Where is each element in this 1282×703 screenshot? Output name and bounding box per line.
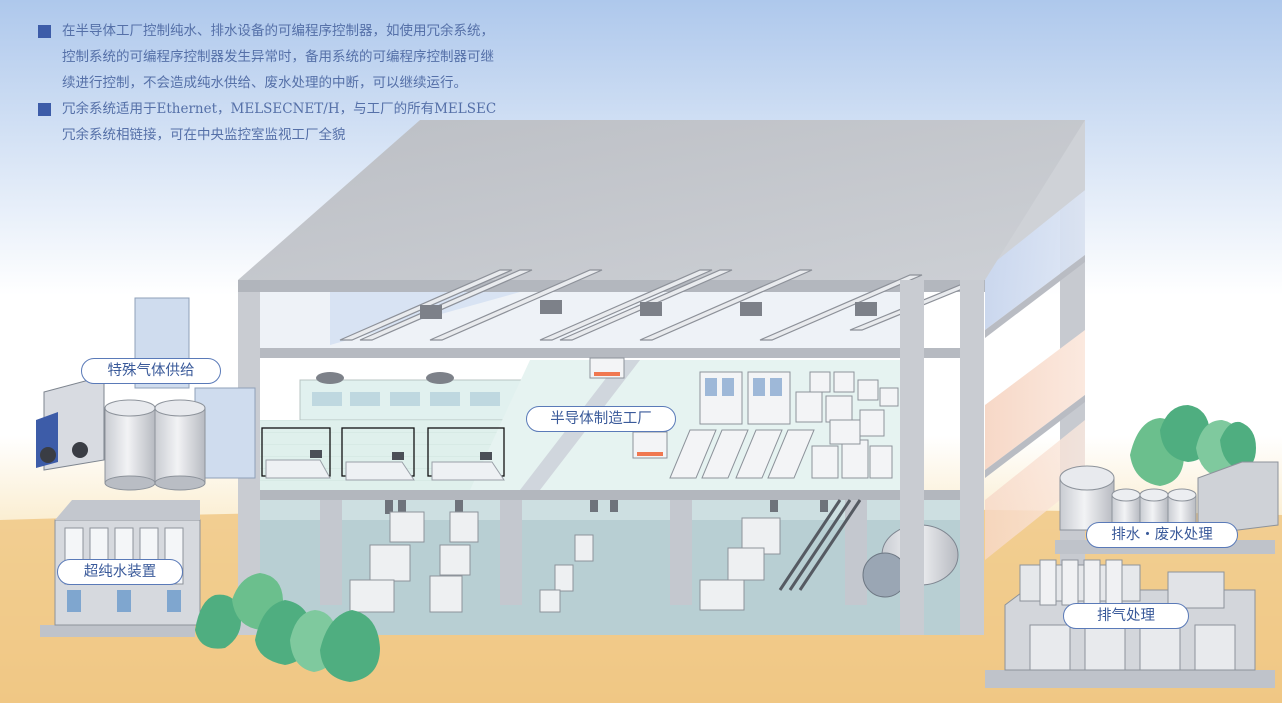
label-wastewater-treatment: 排水・废水处理: [1086, 522, 1238, 548]
bullet-square-icon: [38, 25, 51, 38]
bullet-line: 控制系统的可编程序控制器发生异常时，备用系统的可编程序控制器可继: [62, 49, 494, 65]
description-bullet: 在半导体工厂控制纯水、排水设备的可编程序控制器，如使用冗余系统， 控制系统的可编…: [38, 18, 598, 96]
bullet-line: 冗余系统相链接，可在中央监控室监视工厂全貌: [62, 127, 346, 143]
bullet-line: 在半导体工厂控制纯水、排水设备的可编程序控制器，如使用冗余系统，: [62, 23, 494, 39]
bullet-square-icon: [38, 103, 51, 116]
label-semiconductor-fab: 半导体制造工厂: [526, 406, 676, 432]
description-bullet: 冗余系统适用于Ethernet，MELSECNET/H，与工厂的所有MELSEC…: [38, 96, 598, 148]
label-exhaust-treatment: 排气处理: [1063, 603, 1189, 629]
description-bullets: 在半导体工厂控制纯水、排水设备的可编程序控制器，如使用冗余系统， 控制系统的可编…: [38, 18, 598, 148]
label-ultrapure-water: 超纯水装置: [57, 559, 183, 585]
bullet-line: 续进行控制，不会造成纯水供给、废水处理的中断，可以继续运行。: [62, 75, 467, 91]
label-gas-supply: 特殊气体供给: [81, 358, 221, 384]
bullet-line: 冗余系统适用于Ethernet，MELSECNET/H，与工厂的所有MELSEC: [62, 101, 497, 117]
